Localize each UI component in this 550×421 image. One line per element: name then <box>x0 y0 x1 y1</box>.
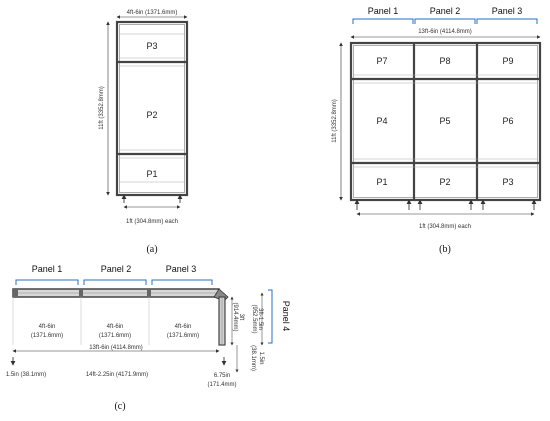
c-panel4-label: Panel 4 <box>281 301 291 332</box>
b-group-label-3: Panel 3 <box>492 6 523 16</box>
b-panel-p1: P1 <box>376 177 387 187</box>
b-panel-p3: P3 <box>502 177 513 187</box>
c-left-offset: 1.5in (38.1mm) <box>6 372 46 378</box>
c-segment-1-width: 4ft-6in <box>39 324 56 330</box>
a-panel-p3: P3 <box>146 41 157 51</box>
c-group-bracket <box>83 279 147 285</box>
b-width-dim: 13ft-6in (4114.8mm) <box>418 29 472 35</box>
c-p4-end-mm: (38.1mm) <box>250 345 256 371</box>
c-overall-dim: 14ft-2.25in (4171.9mm) <box>86 372 148 378</box>
a-spacing-dim: 1ft (304.8mm) each <box>126 219 178 225</box>
diagram-a: 4ft-6in (1371.6mm) 11ft (3352.8mm) P3 P2… <box>99 10 189 255</box>
b-group-label-2: Panel 2 <box>430 6 461 16</box>
b-group-bracket <box>476 18 538 24</box>
b-height-dim: 11ft (3352.8mm) <box>332 99 338 143</box>
b-group-bracket <box>352 18 414 24</box>
c-segment-3-width: 4ft-6in <box>175 324 192 330</box>
c-group-label-2: Panel 2 <box>101 264 132 274</box>
c-right-offset-mm: (171.4mm) <box>207 382 236 388</box>
c-p4-end: 1.5in <box>258 351 264 364</box>
c-segment-1-width-mm: (1371.6mm) <box>31 333 63 339</box>
b-spacing-dim: 1ft (304.8mm) each <box>419 224 471 230</box>
a-width-dim: 4ft-6in (1371.6mm) <box>127 10 178 16</box>
c-p4-inner: 3ft <box>238 314 244 321</box>
c-total-dim: 13ft-6in (4114.8mm) <box>89 345 143 351</box>
c-segment-2-width-mm: (1371.6mm) <box>99 333 131 339</box>
a-caption: (a) <box>146 244 157 255</box>
b-panel-p9: P9 <box>502 56 513 66</box>
b-group-bracket <box>414 18 476 24</box>
b-frame <box>349 41 542 202</box>
a-panel-p2: P2 <box>146 110 157 120</box>
c-group-label-3: Panel 3 <box>166 264 197 274</box>
c-caption: (c) <box>114 401 125 412</box>
c-p4-outer-mm: (952.5mm) <box>251 304 257 333</box>
c-p4-inner-mm: (914.4mm) <box>232 302 238 331</box>
b-caption: (b) <box>439 244 451 255</box>
b-group-label-1: Panel 1 <box>368 6 399 16</box>
a-panel-p1: P1 <box>146 169 157 179</box>
b-panel-p6: P6 <box>502 116 513 126</box>
b-panel-p8: P8 <box>439 56 450 66</box>
c-segment-3-width-mm: (1371.6mm) <box>167 333 199 339</box>
c-segment-2-width: 4ft-6in <box>107 324 124 330</box>
c-right-offset: 6.75in <box>214 373 230 379</box>
b-panel-p5: P5 <box>439 116 450 126</box>
diagram-b: Panel 1 Panel 2 Panel 3 13ft-6in (4114.8… <box>332 6 542 255</box>
a-height-dim: 11ft (3352.8mm) <box>99 86 105 130</box>
b-panel-p7: P7 <box>376 56 387 66</box>
diagram-c: Panel 1 Panel 2 Panel 3 4ft-6in (1371.6m… <box>6 264 291 412</box>
b-panel-p2: P2 <box>439 177 450 187</box>
c-p4-outer: 3ft-1.5in <box>257 308 263 330</box>
b-panel-p4: P4 <box>376 116 387 126</box>
a-frame <box>115 20 189 197</box>
c-panel4-bracket <box>268 289 273 344</box>
c-group-label-1: Panel 1 <box>32 264 63 274</box>
c-group-bracket <box>151 279 213 285</box>
c-group-bracket <box>15 279 79 285</box>
